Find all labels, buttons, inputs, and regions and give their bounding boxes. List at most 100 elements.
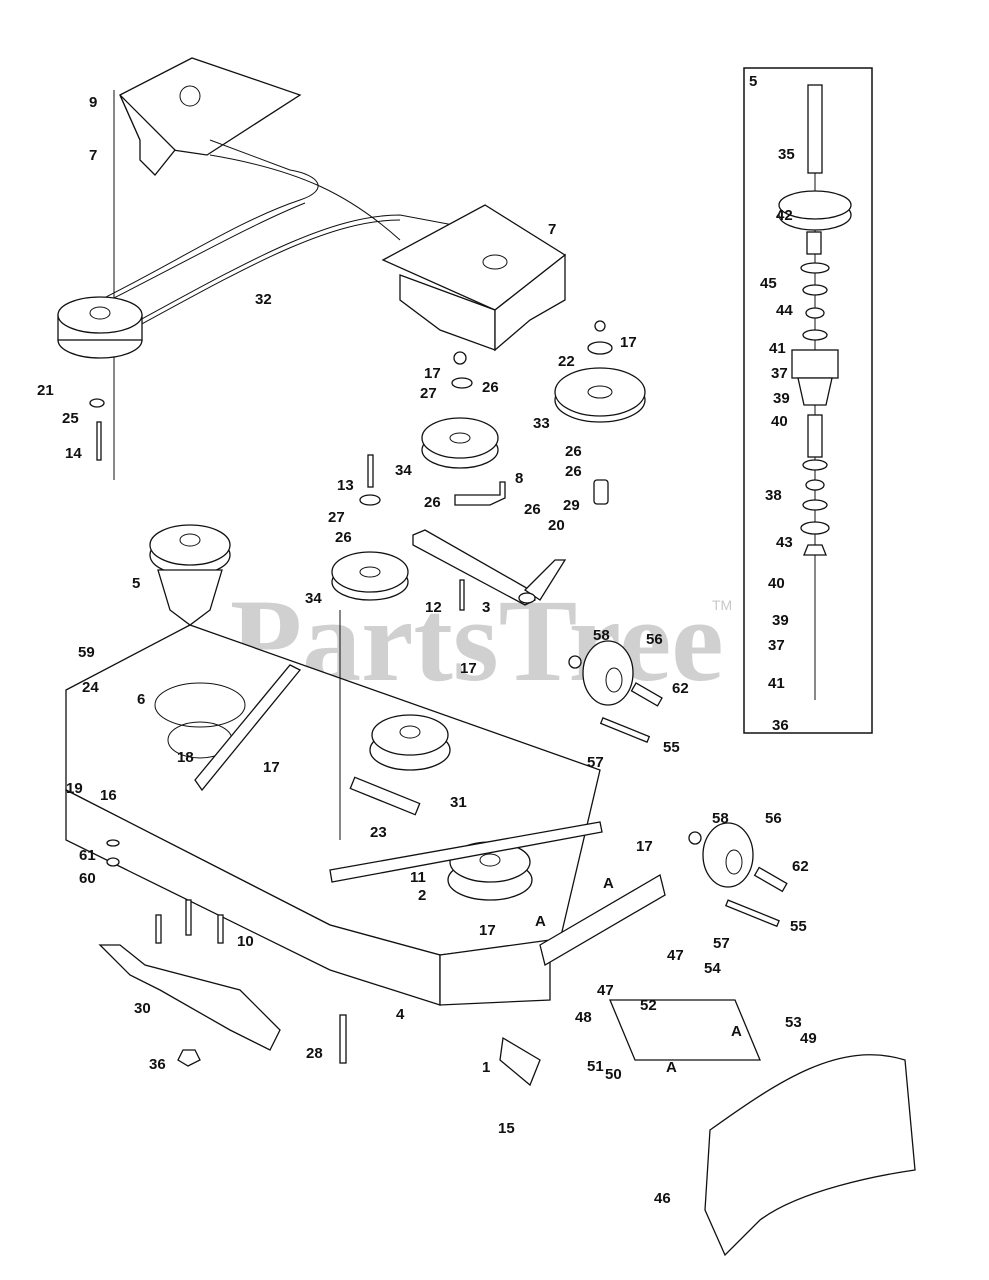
callout-17[interactable]: 17 xyxy=(263,759,280,776)
inset-callout-35[interactable]: 35 xyxy=(778,146,795,163)
callout-30[interactable]: 30 xyxy=(134,1000,151,1017)
idler-pulley-right xyxy=(554,320,646,505)
callout-17[interactable]: 17 xyxy=(424,365,441,382)
watermark-trademark: TM xyxy=(712,597,732,613)
callout-26[interactable]: 26 xyxy=(524,501,541,518)
callout-A[interactable]: A xyxy=(666,1059,677,1076)
inset-callout-43[interactable]: 43 xyxy=(776,534,793,551)
callout-62[interactable]: 62 xyxy=(792,858,809,875)
callout-23[interactable]: 23 xyxy=(370,824,387,841)
callout-34[interactable]: 34 xyxy=(395,462,412,479)
callout-55[interactable]: 55 xyxy=(663,739,680,756)
callout-56[interactable]: 56 xyxy=(646,631,663,648)
callout-29[interactable]: 29 xyxy=(563,497,580,514)
callout-8[interactable]: 8 xyxy=(515,470,523,487)
gauge-wheel-upper xyxy=(568,640,663,743)
callout-7[interactable]: 7 xyxy=(89,147,97,164)
engine-plate-left xyxy=(113,57,302,480)
callout-55[interactable]: 55 xyxy=(790,918,807,935)
callout-33[interactable]: 33 xyxy=(533,415,550,432)
callout-59[interactable]: 59 xyxy=(78,644,95,661)
callout-6[interactable]: 6 xyxy=(137,691,145,708)
inset-callout-39[interactable]: 39 xyxy=(772,612,789,629)
callout-61[interactable]: 61 xyxy=(79,847,96,864)
blade xyxy=(98,944,281,1051)
callout-26[interactable]: 26 xyxy=(335,529,352,546)
idler-arm xyxy=(412,481,567,611)
callout-17[interactable]: 17 xyxy=(479,922,496,939)
callout-2[interactable]: 2 xyxy=(418,887,426,904)
callout-20[interactable]: 20 xyxy=(548,517,565,534)
callout-A[interactable]: A xyxy=(603,875,614,892)
callout-17[interactable]: 17 xyxy=(460,660,477,677)
electric-clutch xyxy=(57,296,143,461)
callout-52[interactable]: 52 xyxy=(640,997,657,1014)
callout-1[interactable]: 1 xyxy=(482,1059,490,1076)
callout-22[interactable]: 22 xyxy=(558,353,575,370)
callout-34[interactable]: 34 xyxy=(305,590,322,607)
callout-62[interactable]: 62 xyxy=(672,680,689,697)
callout-57[interactable]: 57 xyxy=(713,935,730,952)
callout-31[interactable]: 31 xyxy=(450,794,467,811)
callout-32[interactable]: 32 xyxy=(255,291,272,308)
callout-9[interactable]: 9 xyxy=(89,94,97,111)
deck-rod xyxy=(329,821,603,883)
callout-57[interactable]: 57 xyxy=(587,754,604,771)
callout-47[interactable]: 47 xyxy=(597,982,614,999)
inset-callout-40[interactable]: 40 xyxy=(768,575,785,592)
inset-callout-45[interactable]: 45 xyxy=(760,275,777,292)
callout-10[interactable]: 10 xyxy=(237,933,254,950)
inset-callout-37[interactable]: 37 xyxy=(768,637,785,654)
callout-15[interactable]: 15 xyxy=(498,1120,515,1137)
callout-26[interactable]: 26 xyxy=(424,494,441,511)
discharge-chute xyxy=(609,999,916,1257)
callout-28[interactable]: 28 xyxy=(306,1045,323,1062)
callout-54[interactable]: 54 xyxy=(704,960,721,977)
callout-4[interactable]: 4 xyxy=(396,1006,405,1023)
callout-26[interactable]: 26 xyxy=(482,379,499,396)
inset-callout-39[interactable]: 39 xyxy=(773,390,790,407)
callout-11[interactable]: 11 xyxy=(410,869,426,886)
inset-callout-37[interactable]: 37 xyxy=(771,365,788,382)
callout-27[interactable]: 27 xyxy=(420,385,437,402)
callout-12[interactable]: 12 xyxy=(425,599,442,616)
inset-callout-40[interactable]: 40 xyxy=(771,413,788,430)
inset-callout-41[interactable]: 41 xyxy=(768,675,785,692)
callout-16[interactable]: 16 xyxy=(100,787,117,804)
callout-50[interactable]: 50 xyxy=(605,1066,622,1083)
inset-callout-36[interactable]: 36 xyxy=(772,717,789,734)
callout-18[interactable]: 18 xyxy=(177,749,194,766)
callout-53[interactable]: 53 xyxy=(785,1014,802,1031)
inset-callout-44[interactable]: 44 xyxy=(776,302,793,319)
callout-46[interactable]: 46 xyxy=(654,1190,671,1207)
inset-callout-42[interactable]: 42 xyxy=(776,207,793,224)
callout-13[interactable]: 13 xyxy=(337,477,354,494)
inset-callout-41[interactable]: 41 xyxy=(769,340,786,357)
deck-bolts xyxy=(106,839,347,1064)
callout-5[interactable]: 5 xyxy=(132,575,140,592)
callout-60[interactable]: 60 xyxy=(79,870,96,887)
callout-14[interactable]: 14 xyxy=(65,445,82,462)
callout-49[interactable]: 49 xyxy=(800,1030,817,1047)
callout-7[interactable]: 7 xyxy=(548,221,556,238)
callout-21[interactable]: 21 xyxy=(37,382,54,399)
inset-callout-38[interactable]: 38 xyxy=(765,487,782,504)
callout-36[interactable]: 36 xyxy=(149,1056,166,1073)
callout-56[interactable]: 56 xyxy=(765,810,782,827)
callout-17[interactable]: 17 xyxy=(620,334,637,351)
callout-25[interactable]: 25 xyxy=(62,410,79,427)
callout-58[interactable]: 58 xyxy=(593,627,610,644)
callout-A[interactable]: A xyxy=(731,1023,742,1040)
callout-3[interactable]: 3 xyxy=(482,599,490,616)
callout-26[interactable]: 26 xyxy=(565,463,582,480)
callout-47[interactable]: 47 xyxy=(667,947,684,964)
callout-51[interactable]: 51 xyxy=(587,1058,604,1075)
callout-24[interactable]: 24 xyxy=(82,679,99,696)
callout-48[interactable]: 48 xyxy=(575,1009,592,1026)
callout-A[interactable]: A xyxy=(535,913,546,930)
callout-26[interactable]: 26 xyxy=(565,443,582,460)
callout-17[interactable]: 17 xyxy=(636,838,653,855)
callout-27[interactable]: 27 xyxy=(328,509,345,526)
callout-58[interactable]: 58 xyxy=(712,810,729,827)
callout-19[interactable]: 19 xyxy=(66,780,83,797)
